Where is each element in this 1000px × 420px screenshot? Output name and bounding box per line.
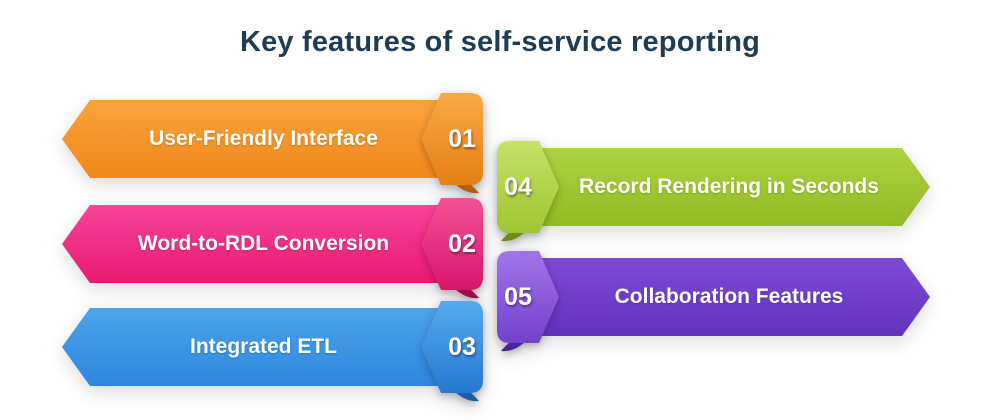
feature-05-banner: Collaboration Features 05	[497, 251, 930, 352]
ribbon-badge-icon	[421, 93, 483, 194]
feature-04-number: 04	[504, 172, 532, 201]
ribbon-badge-icon	[497, 141, 559, 242]
feature-01-number-badge: 01	[419, 92, 485, 198]
feature-03-arrow-shape	[62, 308, 482, 386]
feature-02-number-badge: 02	[419, 197, 485, 303]
feature-02-banner: Word-to-RDL Conversion 02	[62, 198, 483, 299]
ribbon-badge-icon	[497, 251, 559, 352]
ribbon-badge-icon	[421, 301, 483, 402]
feature-04-number-badge: 04	[495, 140, 561, 246]
feature-04-label: Record Rendering in Seconds	[579, 175, 879, 198]
feature-04-banner: Record Rendering in Seconds 04	[497, 141, 930, 242]
feature-03-number: 03	[448, 332, 476, 361]
feature-01-label: User-Friendly Interface	[149, 127, 378, 150]
feature-05-arrow-shape	[498, 258, 930, 336]
feature-01-banner: User-Friendly Interface 01	[62, 93, 483, 194]
feature-02-number: 02	[448, 229, 476, 258]
ribbon-badge-icon	[421, 198, 483, 299]
feature-01-number: 01	[448, 124, 476, 153]
feature-02-label: Word-to-RDL Conversion	[137, 232, 390, 255]
feature-05-number-badge: 05	[495, 250, 561, 356]
feature-05-number: 05	[504, 282, 532, 311]
page-title: Key features of self-service reporting	[239, 26, 761, 58]
feature-05-label: Collaboration Features	[614, 285, 844, 308]
feature-01-arrow-shape	[62, 100, 482, 178]
feature-04-arrow-shape	[498, 148, 930, 226]
feature-03-number-badge: 03	[419, 300, 485, 406]
feature-03-banner: Integrated ETL 03	[62, 301, 483, 402]
feature-02-arrow-shape	[62, 205, 482, 283]
feature-03-label: Integrated ETL	[189, 335, 337, 358]
